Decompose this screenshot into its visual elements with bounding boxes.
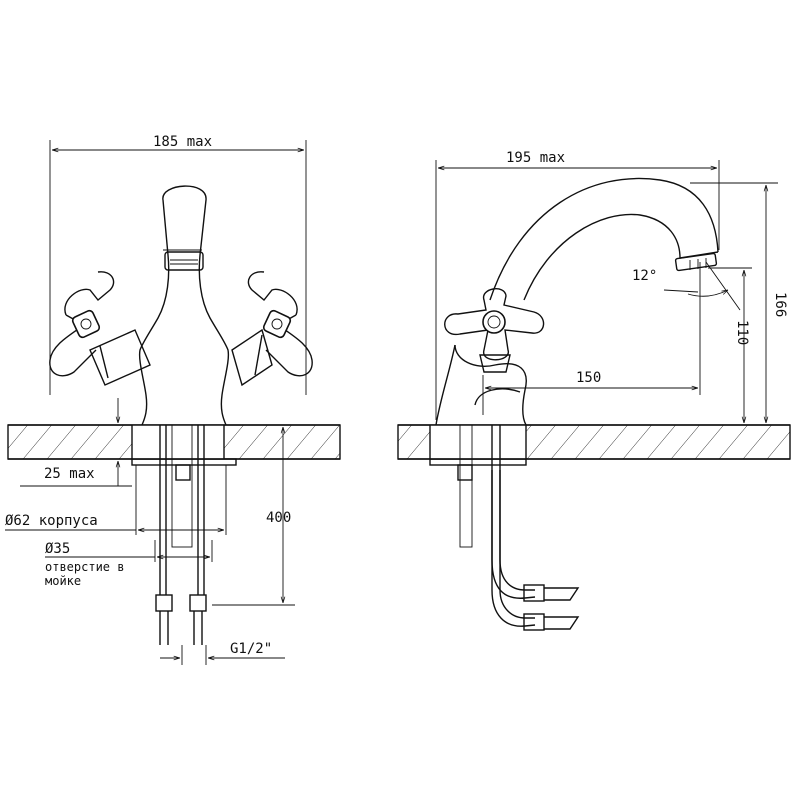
side-overall-height-dimension: 166 [690,182,788,423]
overall-height-166-label: 166 [772,292,788,317]
front-countertop [7,424,341,460]
front-body-diameter-dimension: Ø62 корпуса [5,465,227,535]
angle-12-label: 12° [632,268,657,284]
width-185-label: 185 max [153,134,212,150]
front-right-handle [231,271,313,387]
side-countertop [397,424,791,460]
thread-label: G1/2" [230,641,272,657]
hole-note-line2: мойке [45,574,81,588]
front-hole-diameter-dimension: Ø35 отверстие в мойке [45,540,213,588]
front-faucet-body [138,185,230,426]
side-handle [444,288,545,373]
hose-length-400-label: 400 [266,510,291,526]
side-spout-height-dimension: 110 [708,267,752,423]
clamp-25-label: 25 max [44,466,95,482]
side-spout-reach-dimension: 150 [482,305,701,415]
front-width-dimension: 185 max [49,134,307,395]
hole-note-line1: отверстие в [45,560,124,574]
side-view: 195 max 12° 166 110 150 [397,150,791,631]
side-angle-dimension: 12° [632,261,741,311]
side-mounting-hardware [429,424,580,631]
front-left-handle [49,271,151,386]
body-diameter-label: Ø62 корпуса [5,513,98,529]
front-hose-length-dimension: 400 [212,424,295,606]
spout-height-110-label: 110 [734,320,750,345]
front-view: 185 max 25 max Ø62 корпуса Ø35 отверстие… [5,134,341,665]
hole-diameter-label: Ø35 [45,541,70,557]
front-clamp-dimension: 25 max [20,398,132,487]
reach-195-label: 195 max [506,150,565,166]
spout-reach-150-label: 150 [576,370,601,386]
front-mounting-hardware [131,424,237,645]
front-thread-dimension: G1/2" [160,641,285,665]
side-reach-dimension: 195 max [435,150,720,420]
side-faucet-body [435,177,719,426]
